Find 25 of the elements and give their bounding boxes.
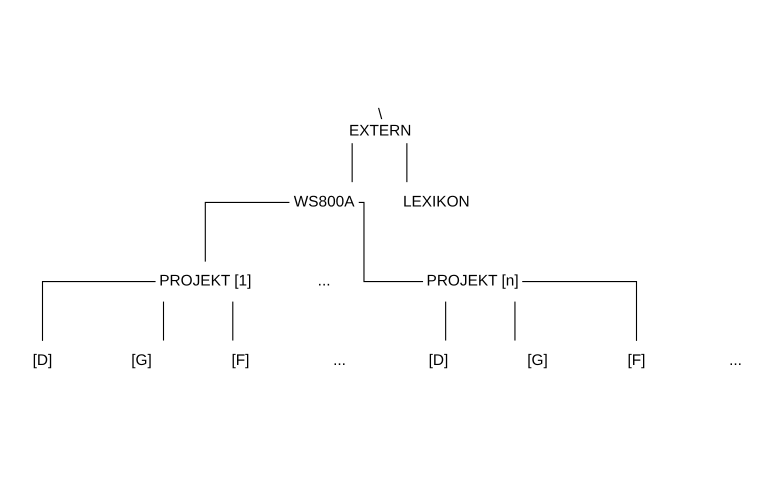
label: ... <box>318 272 331 290</box>
node-text: PROJEKT [1] <box>159 272 252 290</box>
label: ... <box>333 351 346 368</box>
node-text: [D] <box>428 351 448 368</box>
connector <box>232 301 234 340</box>
connector <box>522 280 638 340</box>
node-text: [F] <box>232 351 250 368</box>
connector <box>162 301 164 340</box>
connector <box>358 201 424 282</box>
node-text: WS800A <box>294 192 354 210</box>
node-text: EXTERN <box>348 122 412 140</box>
connector <box>352 142 353 182</box>
node-text: [F] <box>628 351 646 368</box>
node-text: [G] <box>527 351 548 368</box>
connector <box>445 301 446 340</box>
label: ... <box>729 351 742 368</box>
node-text: PROJEKT [n] <box>426 272 519 290</box>
node-label: \ <box>378 106 382 123</box>
connector <box>204 201 290 262</box>
node-text: [G] <box>131 351 152 368</box>
node-text: LEXIKON <box>402 192 470 210</box>
connector <box>42 280 156 340</box>
connector <box>406 142 408 182</box>
node-text: [D] <box>32 351 52 368</box>
connector <box>514 301 516 340</box>
